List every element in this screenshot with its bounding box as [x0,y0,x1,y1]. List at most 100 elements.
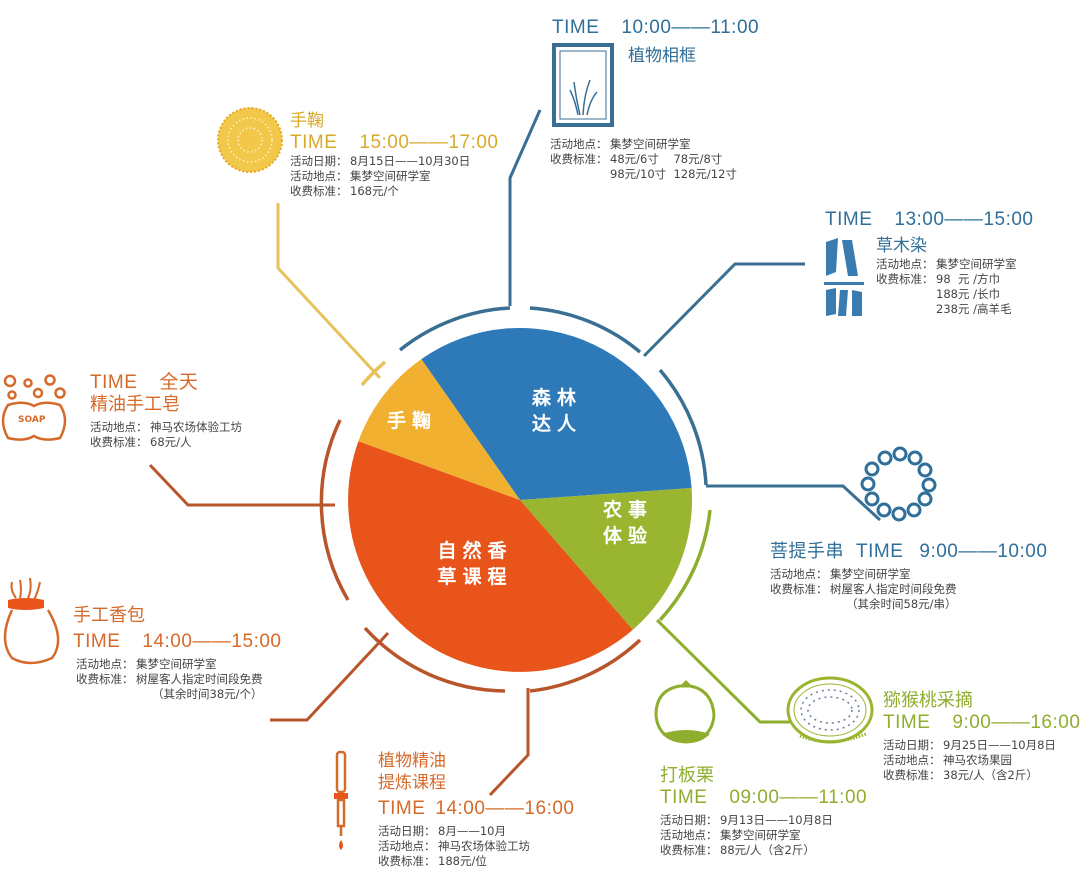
info-row: 活动地点：集梦空间研学室 [660,828,867,843]
activity-bodhi-time: 菩提手串 TIME 9:00——10:00 [770,540,1047,563]
info-row: 收费标准：48元/6寸 78元/8寸 [550,152,737,167]
activity-dye-body: 草木染 活动地点：集梦空间研学室 收费标准：98 元 /方巾 188元 /长巾 … [876,235,1017,317]
info-value: 集梦空间研学室 [830,567,911,581]
info-key [550,167,610,182]
info-row: （其余时间38元/个） [76,687,281,702]
info-row: 收费标准：68元/人 [90,435,242,450]
bead-bracelet-icon [860,446,937,522]
temari-ball-icon [217,107,283,173]
info-value: 88元/人（含2斤） [720,843,815,857]
info-key: 收费标准： [76,672,134,686]
info-value: 68元/人 [150,435,192,449]
time-value: 9:00——10:00 [919,541,1048,562]
info-key: 活动日期： [660,813,718,827]
time-value: 9:00——16:00 [952,712,1080,733]
time-label: TIME [856,541,904,562]
time-label: TIME [552,17,600,38]
time-value: 13:00——15:00 [894,209,1034,230]
grass-frame-icon [552,43,614,127]
info-value: 188元 /长巾 [936,287,1000,301]
info-value: 神马农场果园 [943,753,1012,767]
info-row: 活动地点：集梦空间研学室 [76,657,281,672]
activity-kiwi-time: TIME 9:00——16:00 [883,712,1080,734]
info-value: （其余时间58元/串） [846,597,957,611]
info-value: 神马农场体验工坊 [438,839,530,853]
info-value: 集梦空间研学室 [136,657,217,671]
pie-label-temari: 手鞠 [380,408,444,434]
pie-label-forest: 森林 达人 [522,385,592,437]
pie-label-farm: 农事 体验 [593,497,663,549]
time-label: TIME [73,631,121,652]
activity-sachet: 手工香包 TIME 14:00——15:00 活动地点：集梦空间研学室 收费标准：… [73,605,281,702]
activity-oil-info: 活动日期：8月——10月 活动地点：神马农场体验工坊 收费标准：188元/位 [378,824,574,869]
activity-dye-info: 活动地点：集梦空间研学室 收费标准：98 元 /方巾 188元 /长巾 238元… [876,257,1017,317]
info-row: 活动地点：集梦空间研学室 [290,169,498,184]
activity-dye-title: 草木染 [876,236,927,256]
activity-oil-title-line1: 植物精油 [378,751,446,771]
activity-soap-title: 精油手工皂 [90,394,180,415]
time-value: 09:00——11:00 [729,787,868,808]
activity-sachet-info: 活动地点：集梦空间研学室 收费标准：树屋客人指定时间段免费 （其余时间38元/个… [73,657,281,702]
info-value: 238元 /高羊毛 [936,302,1012,316]
pie-label-temari-line1: 手鞠 [386,410,437,432]
info-value: 集梦空间研学室 [936,257,1017,271]
pie-slice-farm [520,488,693,630]
time-label: TIME [825,209,873,230]
time-value: 14:00——16:00 [435,798,575,819]
info-key: 收费标准： [876,272,934,286]
info-key: 活动地点： [378,839,436,853]
activity-temari-info: 活动日期：8月15日——10月30日 活动地点：集梦空间研学室 收费标准：168… [290,154,498,199]
info-key: 收费标准： [90,435,148,449]
info-key: 收费标准： [883,768,941,782]
info-value: 8月15日——10月30日 [350,154,471,168]
info-row: 活动日期：9月13日——10月8日 [660,813,867,828]
info-key: 活动地点： [883,753,941,767]
info-key: 活动地点： [290,169,348,183]
time-label: TIME [883,712,931,733]
info-row: 活动地点：集梦空间研学室 [550,137,737,152]
activity-frame: TIME 10:00——11:00 [552,17,759,39]
info-value: （其余时间38元/个） [152,687,263,701]
pie-label-farm-line2: 体验 [602,525,653,547]
info-key: 活动地点： [876,257,934,271]
info-value: 9月25日——10月8日 [943,738,1056,752]
activity-bodhi-info: 活动地点：集梦空间研学室 收费标准：树屋客人指定时间段免费 （其余时间58元/串… [770,567,1047,612]
info-value: 集梦空间研学室 [610,137,691,151]
activity-frame-info: 活动地点：集梦空间研学室 收费标准：48元/6寸 78元/8寸 98元/10寸 … [550,137,737,182]
info-value: 集梦空间研学室 [720,828,801,842]
dye-glyph-icon [824,238,864,316]
connector-lines [148,109,882,797]
info-row: 98元/10寸 128元/12寸 [550,167,737,182]
pie-label-herb: 自然香 草课程 [425,538,525,590]
info-key: 收费标准： [770,582,828,596]
pie-label-herb-line2: 草课程 [437,566,513,588]
info-row: 收费标准：88元/人（含2斤） [660,843,867,858]
activity-sachet-title: 手工香包 [73,605,145,626]
time-value: 15:00——17:00 [359,132,499,153]
activity-dye: TIME 13:00——15:00 [825,209,1033,231]
info-row: 活动地点：神马农场体验工坊 [378,839,574,854]
time-value: 10:00——11:00 [621,17,760,38]
info-row: 收费标准：树屋客人指定时间段免费 [76,672,281,687]
info-value: 树屋客人指定时间段免费 [830,582,957,596]
soap-icon-text: SOAP [18,415,46,425]
activity-bodhi: 菩提手串 TIME 9:00——10:00 活动地点：集梦空间研学室 收费标准：树屋… [770,540,1047,612]
activity-temari-title: 手鞠 [290,111,324,131]
info-key: 收费标准： [290,184,348,198]
info-row: 收费标准：树屋客人指定时间段免费 [770,582,1047,597]
pie-slice-forest [421,327,692,500]
info-row: （其余时间58元/串） [770,597,1047,612]
sachet-icon [3,577,60,665]
activity-dye-time: TIME 13:00——15:00 [825,209,1033,231]
info-row: 收费标准：188元/位 [378,854,574,869]
activity-bodhi-title: 菩提手串 [770,541,844,561]
time-value: 14:00——15:00 [142,631,282,652]
